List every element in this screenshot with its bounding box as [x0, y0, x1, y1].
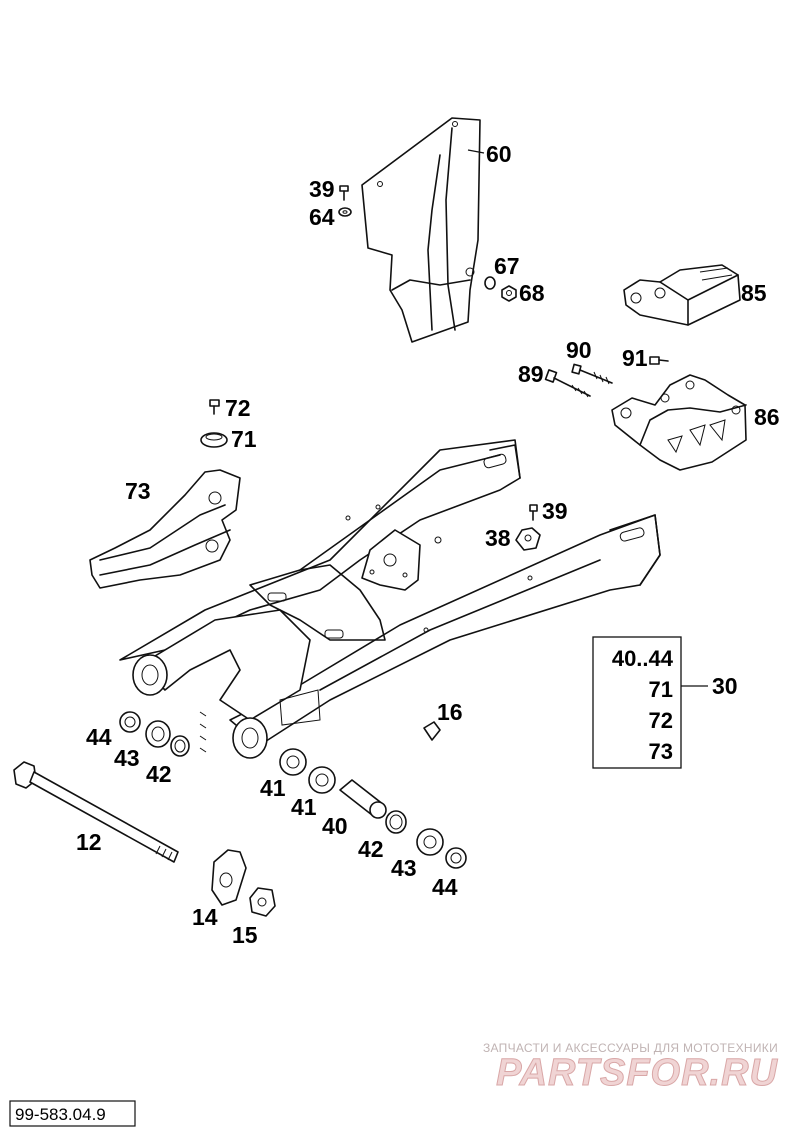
- callout-41a: 41: [260, 775, 286, 801]
- callout-42b: 42: [358, 836, 384, 862]
- watermark: ЗАПЧАСТИ И АКСЕССУАРЫ ДЛЯ МОТОТЕХНИКИ PA…: [483, 1041, 778, 1095]
- callout-91: 91: [622, 345, 648, 371]
- callout-39: 39: [309, 176, 335, 202]
- part-15-nut: [249, 887, 276, 917]
- part-38-bracket: [515, 527, 541, 551]
- drawing-code: 99-583.04.9: [15, 1105, 106, 1124]
- part-39b-screw: [529, 504, 538, 521]
- part-42a-ring: [170, 735, 190, 757]
- part-90-bolt: [571, 363, 613, 385]
- part-44a-bearing: [119, 711, 141, 733]
- kit-item-4: 73: [649, 739, 673, 764]
- callout-68: 68: [519, 280, 545, 306]
- callout-40: 40: [322, 813, 348, 839]
- callout-42a: 42: [146, 761, 172, 787]
- part-14-plate: [211, 849, 247, 906]
- kit-item-2: 71: [649, 677, 673, 702]
- part-86-chain-guide: [611, 374, 747, 471]
- callout-90: 90: [566, 337, 592, 363]
- kit-item-3: 72: [649, 708, 673, 733]
- part-12-pivot-bolt: [13, 761, 179, 863]
- callout-60: 60: [486, 141, 512, 167]
- callout-44a: 44: [86, 724, 112, 750]
- watermark-brand: PARTSFOR.RU: [496, 1052, 778, 1094]
- part-60-chain-guard: [361, 117, 485, 343]
- callout-43b: 43: [391, 855, 417, 881]
- callout-86: 86: [754, 404, 780, 430]
- kit-item-1: 40..44: [612, 646, 674, 671]
- callout-15: 15: [232, 922, 258, 948]
- callout-39b: 39: [542, 498, 568, 524]
- watermark-tagline: ЗАПЧАСТИ И АКСЕССУАРЫ ДЛЯ МОТОТЕХНИКИ: [483, 1041, 778, 1055]
- part-64-washer: [338, 207, 352, 217]
- callout-30: 30: [712, 673, 738, 699]
- callout-14: 14: [192, 904, 218, 930]
- drawing-code-box: 99-583.04.9: [9, 1100, 136, 1127]
- part-72-screw: [209, 399, 220, 415]
- callout-41b: 41: [291, 794, 317, 820]
- part-44b-bearing: [445, 847, 467, 869]
- part-85-chain-guide-block: [623, 264, 741, 326]
- callout-12: 12: [76, 829, 102, 855]
- callout-67: 67: [494, 253, 520, 279]
- callout-64: 64: [309, 204, 335, 230]
- part-73-chain-slider: [89, 469, 241, 589]
- part-43a-seal: [145, 720, 171, 748]
- part-43b-seal: [416, 828, 444, 856]
- part-91-screw: [649, 356, 669, 365]
- part-67-washer: [484, 276, 496, 290]
- callout-16: 16: [437, 699, 463, 725]
- kit-box: 40..44 71 72 73 30: [592, 636, 738, 769]
- callout-72: 72: [225, 395, 251, 421]
- part-16-plug: [423, 721, 441, 741]
- callout-85: 85: [741, 280, 767, 306]
- part-89-bolt: [544, 369, 591, 398]
- part-68-nut: [501, 285, 517, 302]
- callout-38: 38: [485, 525, 511, 551]
- callout-43a: 43: [114, 745, 140, 771]
- swingarm-body: [119, 439, 661, 759]
- callout-labels: 60 39 64 67 68 85 90 91 89 86 72 71 73 3…: [76, 141, 780, 948]
- part-40-sleeve: [339, 779, 387, 819]
- callout-73: 73: [125, 478, 151, 504]
- part-71-cap: [200, 432, 228, 448]
- part-41a-bushing: [279, 748, 307, 776]
- callout-71: 71: [231, 426, 257, 452]
- part-42b-ring: [385, 810, 407, 834]
- part-39-screw: [339, 185, 349, 201]
- callout-89: 89: [518, 361, 544, 387]
- callout-44b: 44: [432, 874, 458, 900]
- part-41b-bushing: [308, 766, 336, 794]
